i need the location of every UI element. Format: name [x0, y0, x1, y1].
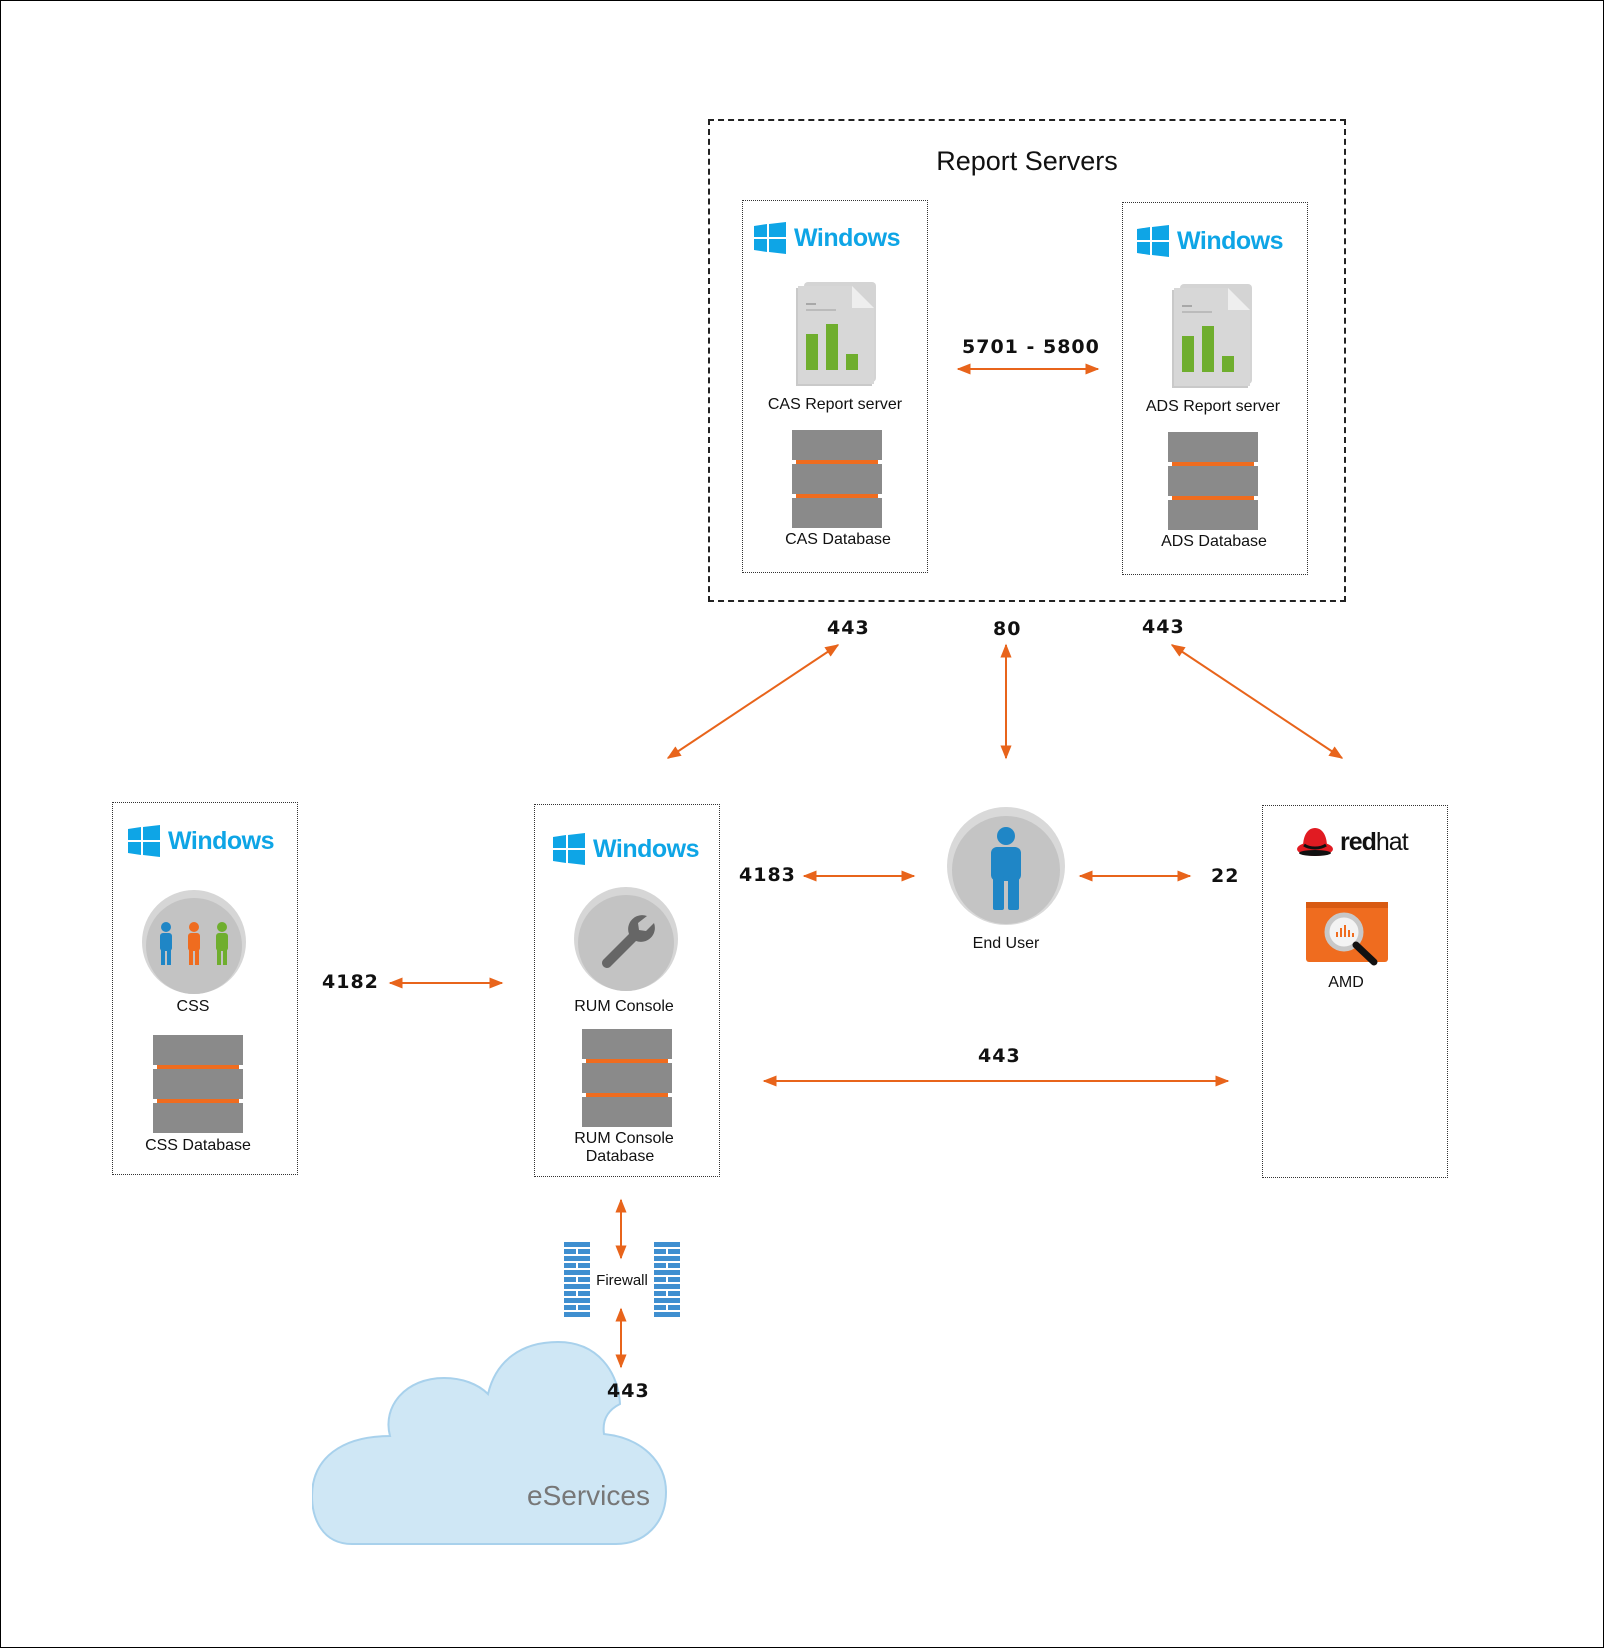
cas-database-icon	[792, 430, 882, 528]
windows-icon	[553, 833, 585, 865]
css-windows-logo: Windows	[128, 825, 275, 857]
windows-label: Windows	[168, 826, 275, 855]
windows-label: Windows	[794, 223, 901, 252]
css-label: CSS	[176, 998, 210, 1015]
rum-database-label-line1: RUM Console	[574, 1130, 674, 1147]
amd-label: AMD	[1328, 974, 1364, 991]
ads-database-label: ADS Database	[1161, 533, 1267, 550]
port-ads-amd: 443	[1142, 616, 1185, 638]
ads-server-box	[1122, 202, 1308, 575]
rum-windows-logo: Windows	[553, 833, 700, 865]
css-database-icon	[153, 1035, 243, 1133]
firewall-label: Firewall	[596, 1272, 648, 1289]
rum-console-box	[534, 804, 720, 1177]
port-report-user: 80	[993, 618, 1022, 640]
css-server-box	[112, 802, 298, 1175]
report-servers-group	[708, 119, 1346, 602]
windows-icon	[1137, 225, 1169, 257]
port-user-amd: 22	[1211, 865, 1240, 887]
cas-server-box	[742, 200, 928, 573]
cas-database-label: CAS Database	[785, 531, 891, 548]
rum-console-wrench-icon	[574, 887, 678, 991]
end-user-label: End User	[972, 935, 1040, 952]
css-database-label: CSS Database	[145, 1137, 251, 1154]
redhat-hat-icon	[1297, 828, 1333, 856]
port-css-rum: 4182	[322, 971, 379, 993]
rum-database-label-line2: Database	[585, 1148, 655, 1165]
rum-database-icon	[582, 1029, 672, 1127]
windows-label: Windows	[1177, 226, 1284, 255]
cas-report-icon	[796, 282, 876, 386]
cas-report-label: CAS Report server	[767, 396, 903, 413]
cas-windows-logo: Windows	[754, 222, 901, 254]
ads-windows-logo: Windows	[1137, 225, 1284, 257]
port-cas-rum: 443	[827, 617, 870, 639]
arrow-report-to-rum	[666, 644, 840, 759]
windows-icon	[754, 222, 786, 254]
firewall-right-icon	[654, 1242, 680, 1317]
windows-label: Windows	[593, 834, 700, 863]
eservices-cloud-icon	[312, 1340, 668, 1545]
port-cas-ads: 5701 - 5800	[962, 336, 1100, 358]
arrow-report-to-amd	[1170, 644, 1344, 759]
css-users-icon	[142, 890, 246, 994]
firewall-left-icon	[564, 1242, 590, 1317]
port-cloud: 443	[607, 1380, 650, 1402]
redhat-wordmark: redhat	[1340, 827, 1409, 857]
ads-report-icon	[1172, 284, 1252, 388]
amd-icon	[1306, 902, 1388, 966]
windows-icon	[128, 825, 160, 857]
rum-console-label: RUM Console	[574, 998, 674, 1015]
ads-report-label: ADS Report server	[1145, 398, 1281, 415]
amd-server-box	[1262, 805, 1448, 1178]
end-user-icon	[947, 807, 1065, 925]
redhat-logo: redhat	[1296, 825, 1409, 859]
redhat-wordmark-light: hat	[1375, 827, 1409, 856]
eservices-label: eServices	[527, 1480, 650, 1511]
port-rum-user: 4183	[739, 864, 796, 886]
port-rum-amd: 443	[978, 1045, 1021, 1067]
ads-database-icon	[1168, 432, 1258, 530]
report-servers-title: Report Servers	[936, 146, 1118, 176]
redhat-wordmark-bold: red	[1340, 827, 1377, 856]
